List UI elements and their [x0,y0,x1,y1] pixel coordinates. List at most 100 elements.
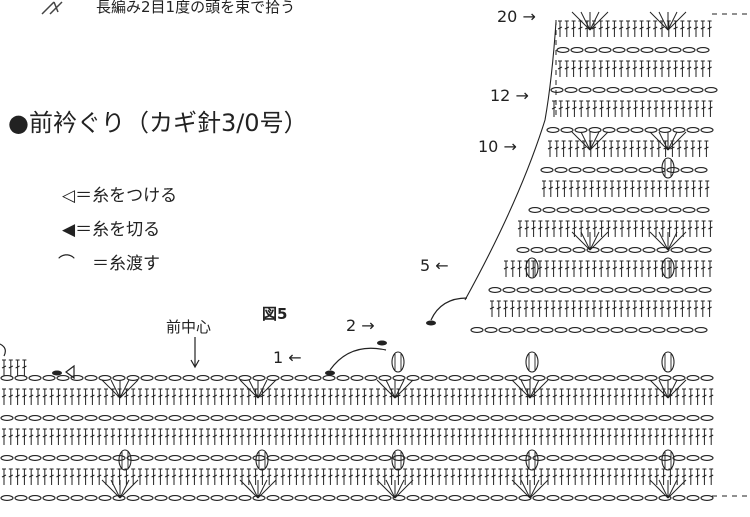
chain-stitch [700,495,714,501]
chain-stitch [406,455,420,461]
section-title: ●前衿ぐり（カギ針3/0号） [8,109,308,137]
chain-stitch [560,127,574,133]
double-crochet-bar [664,186,669,190]
double-crochet-bar [158,474,163,478]
chain-stitch [612,47,626,53]
double-crochet-bar [683,146,689,150]
chain-stitch [638,327,652,333]
double-crochet-bar [525,434,530,438]
double-crochet-bar [532,474,537,478]
chain-stitch [666,167,680,173]
double-crochet-bar [130,474,136,478]
double-crochet-bar [592,106,598,110]
double-crochet-bar [537,306,542,310]
double-crochet-bar [28,394,34,398]
double-crochet-bar [660,226,666,230]
double-crochet-bar [564,26,570,30]
double-crochet-bar [585,226,591,230]
chain-stitch [684,247,698,253]
chain-stitch [698,247,712,253]
chain-stitch [28,375,42,381]
double-crochet-bar [599,106,604,110]
double-crochet-bar [680,106,686,110]
double-crochet-bar [640,106,645,110]
puff-stitch [661,257,675,279]
chain-stitch [336,415,350,421]
carry-yarn-arc [430,297,468,321]
chain-stitch [554,167,568,173]
double-crochet-bar [396,434,401,438]
double-crochet-bar [69,474,75,478]
chain-stitch [434,375,448,381]
chain-stitch [322,495,336,501]
chain-stitch [154,455,168,461]
fan-stitch [529,479,549,499]
double-crochet-bar [8,474,14,478]
chain-stitch [84,455,98,461]
chain-stitch [280,495,294,501]
chain-stitch [182,375,196,381]
double-crochet-bar [695,474,700,478]
double-crochet-bar [571,66,576,70]
chain-stitch [392,415,406,421]
double-crochet-bar [443,394,449,398]
chain-stitch [654,47,668,53]
chain-stitch [182,495,196,501]
double-crochet-bar [226,434,231,438]
double-crochet-bar [280,434,286,438]
chain-stitch [140,495,154,501]
chain-stitch [462,495,476,501]
fan-stitch [580,11,591,31]
chain-stitch [392,455,406,461]
double-crochet-bar [457,434,462,438]
double-crochet-bar [496,306,502,310]
chain-stitch [644,455,658,461]
chain-stitch [518,375,532,381]
chain-stitch [488,287,502,293]
chain-stitch [0,375,14,381]
double-crochet-bar [674,106,679,110]
chain-stitch [70,495,84,501]
double-crochet-bar [659,66,665,70]
double-crochet-bar [548,186,554,190]
double-crochet-bar [273,394,279,398]
double-crochet-bar [613,394,619,398]
chain-stitch [224,495,238,501]
double-crochet-bar [164,394,170,398]
double-crochet-bar [547,146,553,150]
chain-stitch [666,327,680,333]
double-crochet-bar [612,266,618,270]
double-crochet-bar [566,474,571,478]
double-crochet-bar [307,394,313,398]
double-crochet-bar [110,394,116,398]
double-crochet-bar [585,266,590,270]
double-crochet-bar [598,306,604,310]
double-crochet-bar [185,474,190,478]
puff-stitch [118,449,132,471]
chain-stitch [350,375,364,381]
fan-stitch [529,379,549,399]
double-crochet-bar [586,394,592,398]
chain-stitch [656,287,670,293]
double-crochet-bar [430,474,435,478]
chain-stitch [140,375,154,381]
double-crochet-bar [457,394,462,398]
double-crochet-bar [212,474,218,478]
legend-text-carry: ＝糸渡す [92,254,160,274]
fan-stitch [248,379,259,399]
double-crochet-bar [646,106,652,110]
double-crochet-bar [510,266,516,270]
double-crochet-bar [185,434,190,438]
fan-stitch [239,379,259,399]
chain-stitch [498,327,512,333]
double-crochet-bar [618,26,624,30]
double-crochet-bar [158,434,163,438]
chain-stitch [616,415,630,421]
attach-triangle [65,364,75,380]
chain-stitch [574,495,588,501]
double-crochet-bar [389,474,394,478]
chain-stitch [70,455,84,461]
chain-stitch [620,87,634,93]
double-crochet-bar [633,106,638,110]
double-crochet-bar [565,106,570,110]
